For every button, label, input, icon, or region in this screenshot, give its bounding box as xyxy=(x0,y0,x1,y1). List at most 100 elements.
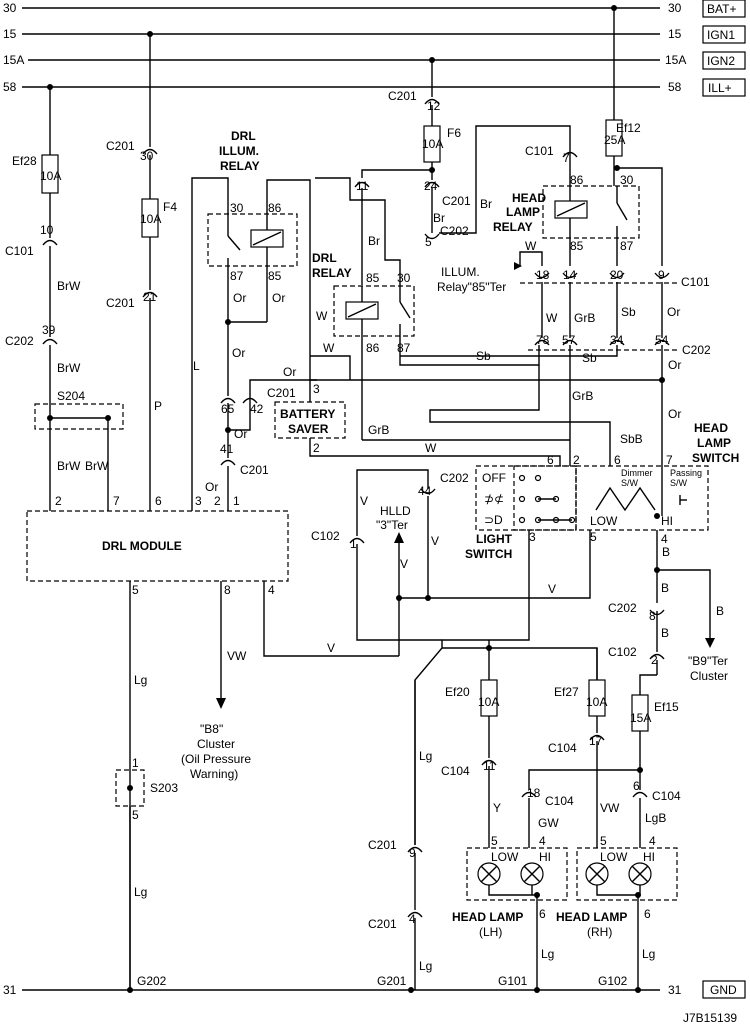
drl-relay-pin-87: 87 xyxy=(397,341,411,355)
wire-b-3: Lg xyxy=(419,749,432,763)
conn-c202-label-b: C202 xyxy=(440,224,469,238)
module-pin-7: 7 xyxy=(113,494,120,508)
wire-b-5: Lg xyxy=(541,947,554,961)
tag-ill: ILL+ xyxy=(708,81,732,95)
wire-br-1: Br xyxy=(433,211,445,225)
wire-or-5: Or xyxy=(205,480,218,494)
conn-7: 7 xyxy=(563,151,570,165)
head-lamp-relay: HEAD LAMP RELAY 86 30 85 87 7 C101 Ef12 … xyxy=(493,8,663,266)
rh-pin-6: 6 xyxy=(644,907,651,921)
wire-or-7: Or xyxy=(668,358,681,372)
figure-id: J7B15139 xyxy=(683,1011,737,1025)
conn-c201-label-c: C201 xyxy=(267,386,296,400)
b8-ref-1: "B8" xyxy=(200,722,223,736)
wire-brw-3: BrW xyxy=(57,459,81,473)
lh-label-2: (LH) xyxy=(479,925,502,939)
passing-label-2: S/W xyxy=(670,478,688,488)
rh-hi: HI xyxy=(643,850,655,864)
conn-30: 30 xyxy=(140,149,154,163)
c101-row: 18 14 20 9 C101 W GrB Sb Or xyxy=(520,268,710,338)
hl-relay-pin-86: 86 xyxy=(570,173,584,187)
conn-c101-label-b: C101 xyxy=(525,144,554,158)
s203-pin-5: 5 xyxy=(132,808,139,822)
c201-65-42: 65 42 C201 Or 41 C201 Or xyxy=(205,379,662,511)
drl-relay-label-2: RELAY xyxy=(312,266,352,280)
lh-pin-6: 6 xyxy=(539,907,546,921)
conn-16: 17 xyxy=(589,734,603,748)
wire-lg-3: B xyxy=(716,604,724,618)
wire-lgb: LgB xyxy=(645,811,666,825)
wire-w-2: W xyxy=(316,309,328,323)
f6-branch: 12 C201 F6 10A 24 11 C201 Br 5 C202 Br B… xyxy=(354,60,571,285)
drl-relay-pin-30: 30 xyxy=(397,271,411,285)
light-switch-park: ⊅⊄ xyxy=(484,492,504,506)
conn-c104-label-a: C104 xyxy=(441,764,470,778)
light-switch-pin-2: 2 xyxy=(573,453,580,467)
wire-sbb: SbB xyxy=(620,432,643,446)
rail-58-right: 58 xyxy=(668,80,682,94)
conn-1-c102: 1 xyxy=(350,537,357,551)
wire-v-5: V xyxy=(327,641,335,655)
illum-ref: ILLUM. Relay"85"Ter W xyxy=(437,239,543,294)
illum-relay-label-1: DRL xyxy=(231,129,256,143)
hl-relay-pin-87: 87 xyxy=(620,239,634,253)
rail-15-right: 15 xyxy=(668,27,682,41)
conn-c201-label-e: C201 xyxy=(388,89,417,103)
conn-20: 20 xyxy=(610,268,624,282)
module-pin-1: 1 xyxy=(233,494,240,508)
g201-branch: Lg 9 C201 4 C201 Lg xyxy=(368,680,432,990)
conn-12: 12 xyxy=(427,99,441,113)
c202-row: 78 57 34 54 C202 Sb Sb GrB SbB Or Or Or xyxy=(283,333,711,466)
conn-4-c201: 4 xyxy=(409,912,416,926)
splice-s203: S203 xyxy=(150,781,178,795)
conn-24: 24 xyxy=(424,179,438,193)
battery-saver: BATTERY SAVER 3 2 W xyxy=(274,380,561,466)
battery-saver-pin-3: 3 xyxy=(313,382,320,396)
conn-c101-10: 10 xyxy=(40,223,54,237)
wire-or-9: Or xyxy=(283,365,296,379)
drl-module: DRL MODULE 2 7 6 3 2 1 5 8 4 xyxy=(26,494,289,597)
ef20-branch: Ef20 10A 11 C104 Y xyxy=(441,640,501,848)
hls-pin-4: 4 xyxy=(661,532,668,546)
conn-c104-label-b: C104 xyxy=(548,741,577,755)
conn-c202-label-e: C202 xyxy=(440,471,469,485)
fuse-ef28-rating: 10A xyxy=(40,169,61,183)
ef27-branch: Ef27 10A 17 C104 VW xyxy=(548,648,620,848)
hl-relay-pin-85: 85 xyxy=(570,239,584,253)
ground-g102: G102 xyxy=(598,974,628,988)
battery-saver-pin-2: 2 xyxy=(313,441,320,455)
wire-or-2: Or xyxy=(272,291,285,305)
wire-sb-1: Sb xyxy=(621,305,636,319)
fuse-ef15-rating: 15A xyxy=(630,711,651,725)
conn-c201-label-h: C201 xyxy=(368,917,397,931)
fuse-ef20-rating: 10A xyxy=(478,695,499,709)
conn-11: 11 xyxy=(356,179,369,193)
wire-v-1: V xyxy=(548,582,556,596)
conn-9: 9 xyxy=(658,268,665,282)
ef28-branch: Ef28 10A 10 C101 BrW 39 C202 BrW S204 Br… xyxy=(5,87,124,511)
b8-ref-3: (Oil Pressure xyxy=(181,752,251,766)
lh-pin-4: 4 xyxy=(539,834,546,848)
module-outputs: VW "B8" Cluster (Oil Pressure Warning) L… xyxy=(115,581,251,990)
wire-or-1: Or xyxy=(233,291,246,305)
wire-w-1: W xyxy=(425,441,437,455)
passing-label-1: Passing xyxy=(670,468,702,478)
wire-l: L xyxy=(193,359,200,373)
lh-hi: HI xyxy=(539,850,551,864)
lh-low: LOW xyxy=(491,850,519,864)
fuse-ef27-name: Ef27 xyxy=(554,685,579,699)
wire-lg-4: B xyxy=(661,626,669,640)
wire-b-2: Lg xyxy=(134,885,147,899)
hls-label-3: SWITCH xyxy=(692,451,739,465)
light-switch-off: OFF xyxy=(482,471,506,485)
b9-ref-1: "B9"Ter xyxy=(688,654,728,668)
wire-w-5: W xyxy=(546,311,558,325)
conn-c201-label-g: C201 xyxy=(368,838,397,852)
fuse-ef20-name: Ef20 xyxy=(445,685,470,699)
conn-14: 14 xyxy=(563,268,577,282)
rh-label-1: HEAD LAMP xyxy=(556,910,627,924)
drl-module-label: DRL MODULE xyxy=(102,539,182,553)
conn-c104-label-d: C104 xyxy=(652,789,681,803)
battery-saver-label-1: BATTERY xyxy=(280,407,335,421)
wire-or-4: Or xyxy=(234,427,247,441)
